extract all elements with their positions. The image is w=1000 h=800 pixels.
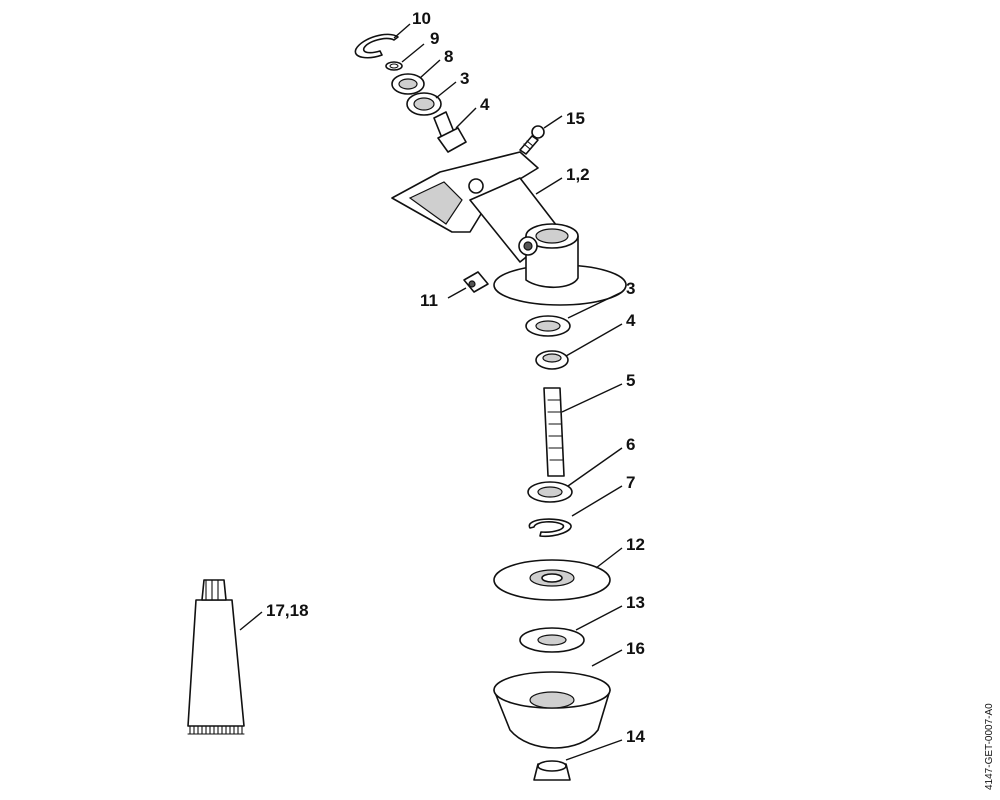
part-pinion-4-top (433, 107, 477, 153)
callout-5: 5 (626, 371, 635, 390)
part-circlip-10 (354, 23, 411, 59)
part-grease-tube-17-18 (187, 579, 263, 735)
part-ring-8 (391, 59, 441, 95)
callout-14: 14 (626, 727, 645, 746)
callout-16: 16 (626, 639, 645, 658)
callout-4-lower: 4 (626, 311, 636, 330)
callout-8: 8 (444, 47, 453, 66)
part-washer-13 (519, 605, 623, 653)
part-rider-plate-16 (493, 649, 623, 749)
callout-1-2: 1,2 (566, 165, 590, 184)
callout-6: 6 (626, 435, 635, 454)
part-nut-14 (533, 739, 623, 781)
part-thrust-plate-12 (493, 547, 623, 601)
callout-3-top: 3 (460, 69, 469, 88)
part-ball-bearing-3-lower (525, 291, 623, 337)
document-id: 4147-GET-0007-A0 (984, 703, 995, 790)
callout-7: 7 (626, 473, 635, 492)
callout-13: 13 (626, 593, 645, 612)
part-plug-11 (447, 271, 489, 299)
part-bevel-gear-4-lower (535, 323, 623, 370)
part-gear-housing-1-2 (391, 151, 627, 306)
callout-15: 15 (566, 109, 585, 128)
callout-12: 12 (626, 535, 645, 554)
part-circlip-7 (528, 485, 623, 538)
callout-9: 9 (430, 29, 439, 48)
part-output-shaft-5 (543, 383, 623, 477)
part-screw-15 (519, 115, 563, 155)
part-disk-9 (385, 43, 425, 71)
callout-11: 11 (420, 291, 438, 310)
callout-10: 10 (412, 9, 431, 28)
part-ball-bearing-6 (527, 447, 623, 503)
part-ball-bearing-3-top (406, 81, 457, 116)
callout-17-18: 17,18 (266, 601, 309, 620)
callout-4-top: 4 (480, 95, 490, 114)
callout-3-lower: 3 (626, 279, 635, 298)
